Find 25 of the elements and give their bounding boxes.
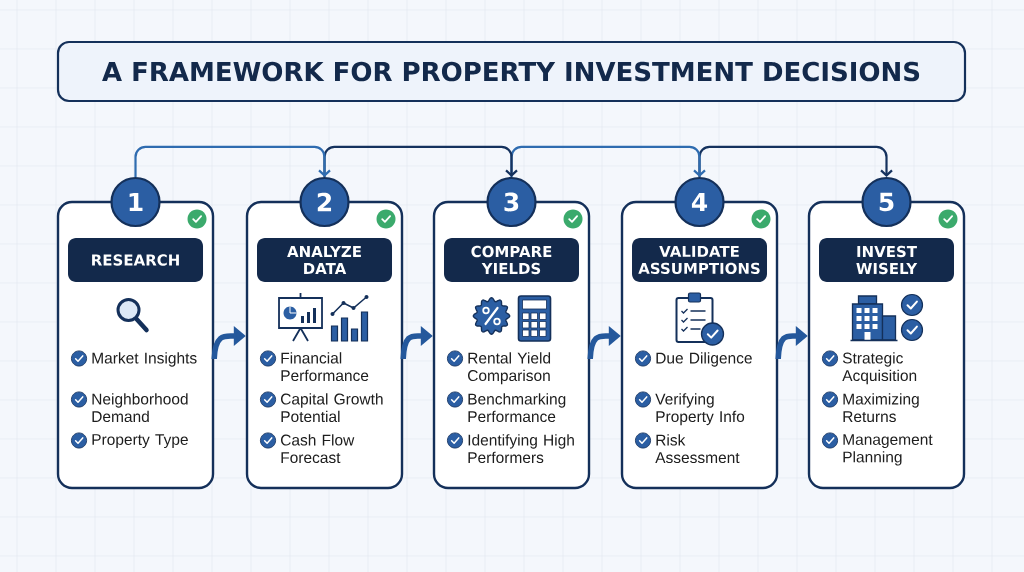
arrow — [323, 145, 518, 177]
arrow — [698, 145, 893, 177]
bullet-text: Verifying Property Info — [655, 393, 745, 426]
bullet-text: Identifying High Performers — [468, 434, 574, 464]
arrow — [510, 145, 706, 177]
bullet-text: Rental Yield Comparison — [468, 352, 551, 385]
bullet-text: Capital Growth Potential — [281, 393, 383, 423]
bullet-text: Cash Flow Forecast — [281, 434, 355, 464]
heading-pill: INVEST WISELY — [819, 238, 954, 282]
heading-pill: COMPARE YIELDS — [444, 238, 579, 282]
bullet-text: Risk Assessment — [655, 434, 740, 464]
bullet-text: Market Insights — [92, 352, 197, 367]
bullet-text: Due Diligence — [656, 352, 752, 367]
bullet-text: Strategic Acquisition — [842, 352, 917, 385]
title-banner: A FRAMEWORK FOR PROPERTY INVESTMENT DECISIONS — [56, 40, 967, 103]
bullet-text: Maximizing Returns — [843, 393, 919, 423]
bullet-text: Benchmarking Performance — [468, 393, 566, 423]
heading-pill: VALIDATE ASSUMPTIONS — [632, 238, 767, 282]
arrow — [134, 145, 331, 177]
bullet-text: Management Planning — [843, 434, 933, 466]
heading-pill: RESEARCH — [68, 238, 203, 282]
heading-pill: ANALYZE DATA — [257, 238, 392, 282]
bullet-text: Neighborhood Demand — [92, 393, 188, 423]
bullet-text: Financial Performance — [281, 352, 369, 382]
bullet-text: Property Type — [92, 434, 188, 449]
